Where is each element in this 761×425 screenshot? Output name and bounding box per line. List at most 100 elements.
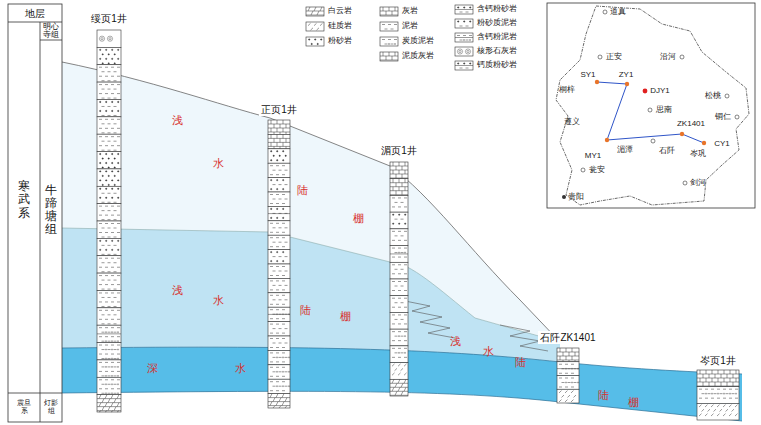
stroke <box>105 349 106 350</box>
stroke <box>729 389 732 390</box>
stroke <box>317 28 320 30</box>
stroke <box>114 210 117 211</box>
stroke <box>108 89 111 90</box>
stroke <box>276 324 279 325</box>
stroke <box>114 399 116 403</box>
strata-name: 明心寺组 <box>43 23 59 40</box>
table-line <box>40 40 62 41</box>
lithology-cell <box>97 221 121 238</box>
stroke <box>112 49 113 50</box>
stroke <box>277 260 278 261</box>
stroke <box>276 223 279 224</box>
stroke <box>111 384 112 385</box>
stroke <box>390 391 408 392</box>
stroke <box>118 240 119 241</box>
stroke <box>112 188 113 189</box>
stroke <box>391 29 394 30</box>
stroke <box>117 371 120 372</box>
stroke <box>112 153 113 154</box>
stroke <box>282 386 283 387</box>
stroke <box>404 379 406 383</box>
facies-label: 陆 <box>297 184 308 196</box>
stroke <box>108 245 111 246</box>
stroke <box>276 237 279 238</box>
stroke <box>285 328 288 329</box>
stroke <box>112 180 113 181</box>
well-title: 绥页1井 <box>91 13 127 24</box>
stroke <box>282 203 285 204</box>
stroke <box>711 405 714 407</box>
stroke <box>315 39 316 40</box>
stroke <box>279 184 282 185</box>
stroke <box>276 333 279 334</box>
legend-text: 含钙粉泥岩 <box>477 33 517 42</box>
stroke <box>114 123 117 124</box>
stroke <box>279 271 282 272</box>
stroke <box>108 358 111 359</box>
stroke <box>277 251 278 252</box>
stroke <box>398 357 401 358</box>
stroke <box>401 269 404 270</box>
stroke <box>99 336 102 337</box>
stroke <box>268 146 290 147</box>
stroke <box>392 364 395 366</box>
stroke <box>557 360 579 361</box>
lithology-cell <box>390 246 408 263</box>
facies-label: 陆 <box>598 389 609 401</box>
stroke <box>395 319 398 320</box>
stroke <box>730 370 731 374</box>
lithology-cell <box>97 186 121 203</box>
stroke <box>566 356 567 360</box>
stroke <box>100 101 101 102</box>
stroke <box>105 119 108 120</box>
map-label: 湄潭 <box>617 146 633 155</box>
stroke <box>559 400 562 402</box>
stroke <box>279 406 281 408</box>
stroke <box>99 411 101 412</box>
stroke <box>114 167 115 168</box>
city-mark <box>651 139 655 143</box>
stroke <box>398 240 401 241</box>
stroke <box>108 63 109 64</box>
stroke <box>723 405 726 407</box>
stroke <box>717 414 720 416</box>
stroke <box>404 298 407 299</box>
stroke <box>276 304 279 305</box>
stroke <box>108 175 109 176</box>
stroke <box>285 406 287 408</box>
stroke <box>568 395 571 397</box>
stroke <box>392 331 395 332</box>
stroke <box>392 281 395 282</box>
stroke <box>277 128 278 132</box>
lithology-cell <box>306 37 324 46</box>
stroke <box>572 356 573 360</box>
stroke <box>108 399 110 403</box>
stroke <box>106 240 107 241</box>
stroke <box>105 411 107 412</box>
stroke <box>108 106 111 107</box>
stroke <box>571 382 572 383</box>
stroke <box>106 197 107 198</box>
stroke <box>270 318 273 319</box>
stroke <box>404 331 407 332</box>
lithology-cell <box>97 343 121 360</box>
stroke <box>699 398 702 399</box>
stroke <box>108 150 111 151</box>
stroke <box>117 379 120 380</box>
stroke <box>276 275 279 276</box>
stroke <box>111 136 114 137</box>
stroke <box>282 246 285 247</box>
stroke <box>99 284 102 285</box>
strata-name: 地层 <box>25 8 45 19</box>
stroke <box>273 357 276 358</box>
stroke <box>464 21 465 22</box>
stroke <box>111 215 114 216</box>
stroke <box>276 367 279 368</box>
well-columns <box>97 30 739 420</box>
stroke <box>708 393 711 394</box>
lithology-cell <box>268 307 290 321</box>
stroke <box>396 191 397 195</box>
stroke <box>285 357 288 358</box>
stroke <box>571 364 574 365</box>
stroke <box>571 378 574 379</box>
